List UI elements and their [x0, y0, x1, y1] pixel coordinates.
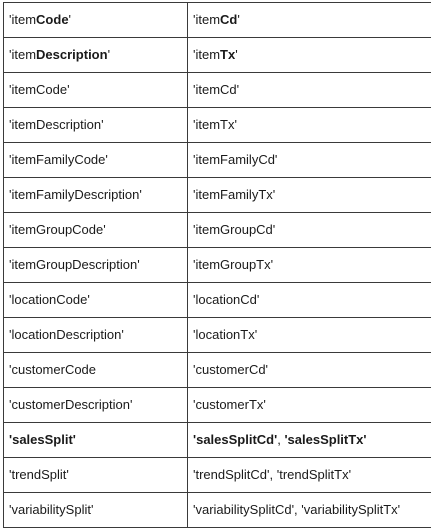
table-row: 'itemGroupDescription' 'itemGroupTx': [3, 247, 431, 283]
text-segment: 'itemGroupCd': [193, 222, 276, 237]
bold-text-segment: Cd: [220, 12, 238, 27]
bold-text-segment: 'salesSplitTx': [284, 432, 367, 447]
text-segment: 'locationCd': [193, 292, 260, 307]
text-segment: ,: [277, 432, 285, 447]
target-field-cell: 'customerTx': [187, 387, 431, 423]
table-row: 'salesSplit' 'salesSplitCd', 'salesSplitT…: [3, 422, 431, 458]
text-segment: ': [68, 12, 72, 27]
text-segment: 'itemTx': [193, 117, 237, 132]
source-field-cell: 'itemGroupCode': [3, 212, 188, 248]
text-segment: 'variabilitySplitCd', 'variabilitySplitT…: [193, 502, 401, 517]
target-field-cell: 'customerCd': [187, 352, 431, 388]
target-field-cell: 'variabilitySplitCd', 'variabilitySplitT…: [187, 492, 431, 528]
text-segment: 'item: [9, 12, 37, 27]
source-field-cell: 'itemDescription': [3, 107, 188, 143]
target-field-cell: 'locationCd': [187, 282, 431, 318]
source-field-cell: 'itemFamilyCode': [3, 142, 188, 178]
source-field-cell: 'itemGroupDescription': [3, 247, 188, 283]
bold-text-segment: 'salesSplit': [9, 432, 76, 447]
text-segment: 'item: [193, 12, 221, 27]
text-segment: ': [237, 12, 240, 27]
bold-text-segment: Tx: [220, 47, 236, 62]
table-row: 'trendSplit' 'trendSplitCd', 'trendSplitT…: [3, 457, 431, 493]
source-field-cell: 'variabilitySplit': [3, 492, 188, 528]
target-field-cell: 'itemFamilyTx': [187, 177, 431, 213]
source-field-cell: 'itemCode': [3, 2, 188, 38]
source-field-cell: 'itemDescription': [3, 37, 188, 73]
table-body: 'itemCode''itemCd''itemDescription''item…: [3, 2, 431, 528]
text-segment: 'itemFamilyCode': [9, 152, 108, 167]
text-segment: 'itemFamilyCd': [193, 152, 278, 167]
table-row: 'locationDescription' 'locationTx': [3, 317, 431, 353]
source-field-cell: 'customerDescription': [3, 387, 188, 423]
bold-text-segment: 'salesSplitCd': [193, 432, 278, 447]
table-row: 'itemFamilyCode' 'itemFamilyCd': [3, 142, 431, 178]
target-field-cell: 'itemGroupCd': [187, 212, 431, 248]
target-field-cell: 'trendSplitCd', 'trendSplitTx': [187, 457, 431, 493]
field-mapping-table: 'itemCode''itemCd''itemDescription''item…: [3, 2, 431, 528]
table-row: 'locationCode' 'locationCd': [3, 282, 431, 318]
target-field-cell: 'itemCd': [187, 72, 431, 108]
source-field-cell: 'itemCode': [3, 72, 188, 108]
text-segment: 'item: [9, 47, 37, 62]
text-segment: 'itemGroupCode': [9, 222, 106, 237]
table-row: 'itemCode''itemCd': [3, 2, 431, 38]
text-segment: 'locationCode': [9, 292, 90, 307]
text-segment: 'trendSplit': [9, 467, 69, 482]
source-field-cell: 'salesSplit': [3, 422, 188, 458]
text-segment: 'itemGroupDescription': [9, 257, 140, 272]
text-segment: 'customerCode: [9, 362, 97, 377]
bold-text-segment: Description: [36, 47, 108, 62]
target-field-cell: 'salesSplitCd', 'salesSplitTx': [187, 422, 431, 458]
text-segment: 'itemCode': [9, 82, 70, 97]
source-field-cell: 'customerCode: [3, 352, 188, 388]
text-segment: 'locationDescription': [9, 327, 124, 342]
table-row: 'customerCode 'customerCd': [3, 352, 431, 388]
table-row: 'variabilitySplit' 'variabilitySplitCd', …: [3, 492, 431, 528]
target-field-cell: 'locationTx': [187, 317, 431, 353]
table-row: 'itemFamilyDescription' 'itemFamilyTx': [3, 177, 431, 213]
table-row: 'customerDescription' 'customerTx': [3, 387, 431, 423]
source-field-cell: 'locationDescription': [3, 317, 188, 353]
text-segment: 'locationTx': [193, 327, 258, 342]
text-segment: 'itemFamilyDescription': [9, 187, 142, 202]
text-segment: 'itemGroupTx': [193, 257, 274, 272]
text-segment: 'variabilitySplit': [9, 502, 94, 517]
target-field-cell: 'itemGroupTx': [187, 247, 431, 283]
source-field-cell: 'itemFamilyDescription': [3, 177, 188, 213]
text-segment: 'customerDescription': [9, 397, 133, 412]
text-segment: 'itemFamilyTx': [193, 187, 276, 202]
text-segment: 'customerTx': [193, 397, 266, 412]
text-segment: 'itemCd': [193, 82, 240, 97]
table-row: 'itemCode' 'itemCd': [3, 72, 431, 108]
bold-text-segment: Code: [36, 12, 69, 27]
target-field-cell: 'itemTx': [187, 37, 431, 73]
text-segment: 'trendSplitCd', 'trendSplitTx': [193, 467, 352, 482]
table-row: 'itemDescription' 'itemTx': [3, 107, 431, 143]
text-segment: 'customerCd': [193, 362, 269, 377]
source-field-cell: 'locationCode': [3, 282, 188, 318]
target-field-cell: 'itemFamilyCd': [187, 142, 431, 178]
table-row: 'itemDescription''itemTx': [3, 37, 431, 73]
table-row: 'itemGroupCode' 'itemGroupCd': [3, 212, 431, 248]
text-segment: 'itemDescription': [9, 117, 104, 132]
source-field-cell: 'trendSplit': [3, 457, 188, 493]
text-segment: 'item: [193, 47, 221, 62]
target-field-cell: 'itemCd': [187, 2, 431, 38]
mapping-table-container: 'itemCode''itemCd''itemDescription''item…: [3, 2, 431, 528]
text-segment: ': [107, 47, 111, 62]
target-field-cell: 'itemTx': [187, 107, 431, 143]
text-segment: ': [235, 47, 238, 62]
